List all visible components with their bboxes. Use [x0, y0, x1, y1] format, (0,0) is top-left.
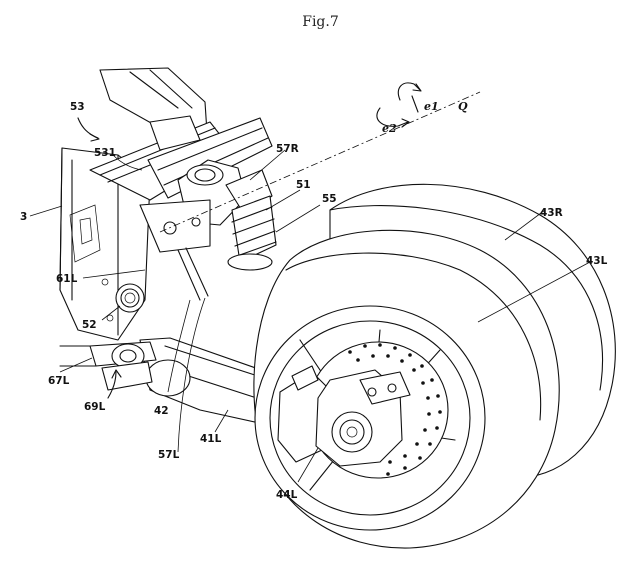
label-69L: 69L — [84, 401, 106, 413]
arrowhead-53 — [89, 133, 100, 142]
label-57L: 57L — [158, 449, 180, 461]
label-43L: 43L — [586, 255, 608, 267]
figure-title: Fig.7 — [302, 14, 339, 30]
label-41L: 41L — [200, 433, 222, 445]
label-51: 51 — [296, 179, 311, 191]
shock-absorber — [139, 159, 277, 301]
label-e2: e2 — [382, 122, 397, 135]
label-44L: 44L — [276, 489, 298, 501]
leader-lines — [29, 149, 591, 483]
vehicle-frame — [59, 67, 273, 341]
label-67L: 67L — [48, 375, 70, 387]
label-43R: 43R — [540, 207, 563, 219]
steering-axis-line — [159, 91, 481, 233]
pivot-hub — [101, 278, 145, 322]
label-55: 55 — [322, 193, 337, 205]
arrow-69L — [107, 371, 117, 399]
label-531: 531 — [94, 147, 116, 159]
label-Q: Q — [458, 100, 468, 113]
label-42: 42 — [154, 405, 169, 417]
label-57R: 57R — [276, 143, 299, 155]
label-53: 53 — [70, 101, 85, 113]
label-52: 52 — [82, 319, 97, 331]
label-3: 3 — [20, 211, 27, 223]
rotation-arrows — [376, 82, 422, 128]
label-e1: e1 — [424, 100, 439, 113]
arrowhead-69L — [111, 369, 122, 379]
hub-caliper — [277, 365, 411, 467]
label-61L: 61L — [56, 273, 78, 285]
brake-disc-holes — [348, 343, 442, 476]
arrow-53 — [77, 117, 99, 139]
